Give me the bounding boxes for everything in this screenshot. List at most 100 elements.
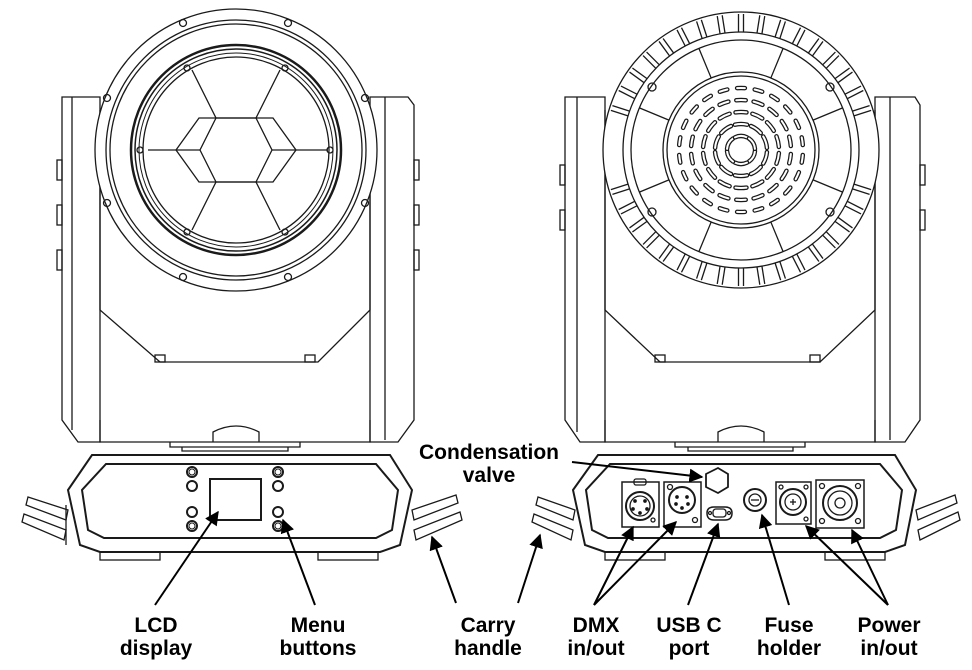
rear-screws bbox=[647, 82, 835, 217]
label-line: DMX bbox=[572, 614, 620, 637]
vent-slot bbox=[690, 105, 698, 114]
heatsink-fin bbox=[761, 266, 766, 285]
arrow-carry-handle-front bbox=[429, 535, 457, 604]
vent-slot bbox=[678, 136, 682, 147]
rear-view bbox=[559, 11, 926, 452]
front-outer-ring bbox=[94, 8, 378, 292]
vent-slot bbox=[690, 186, 698, 195]
arrow-fuse-holder bbox=[758, 513, 790, 606]
arrow-lcd-display bbox=[154, 510, 219, 606]
power-in-connector bbox=[775, 481, 812, 525]
heatsink-fin bbox=[695, 21, 703, 39]
heatsink-spokes bbox=[639, 48, 843, 252]
heatsink-fin bbox=[612, 188, 630, 196]
arrow-dmx-out bbox=[593, 521, 677, 606]
label-dmx: DMX in/out bbox=[550, 614, 642, 660]
label-line: Fuse bbox=[764, 614, 814, 637]
heatsink-spoke bbox=[770, 221, 784, 252]
heatsink-fin bbox=[761, 15, 766, 34]
heatsink-fin bbox=[620, 85, 638, 95]
vent-slot bbox=[752, 100, 764, 106]
heatsink-fin bbox=[662, 38, 675, 54]
heatsink-fin bbox=[807, 38, 820, 54]
heatsink-spoke bbox=[698, 221, 712, 252]
arrow-power-in bbox=[804, 525, 889, 606]
heatsink-fin bbox=[632, 67, 648, 80]
vent-slot bbox=[682, 119, 688, 129]
label-carry-handle: Carry handle bbox=[440, 614, 536, 660]
rear-base bbox=[531, 454, 961, 561]
vent-slot bbox=[794, 119, 800, 129]
heatsink-fin bbox=[834, 67, 850, 80]
vent-slot bbox=[752, 194, 764, 200]
heatsink-fin bbox=[853, 109, 872, 117]
lens-clips bbox=[136, 64, 334, 236]
callout-arrows bbox=[154, 461, 889, 606]
hexagonal-lens bbox=[148, 69, 328, 231]
rear-yoke-right-arm bbox=[874, 96, 926, 443]
heatsink-fin bbox=[779, 261, 787, 279]
vent-slot bbox=[749, 124, 762, 135]
vent-slot bbox=[751, 112, 764, 120]
label-line: Menu bbox=[290, 614, 346, 637]
heatsink-fin bbox=[610, 183, 629, 191]
vent-slot bbox=[751, 180, 764, 188]
heatsink-fin bbox=[853, 183, 872, 191]
vent-slot bbox=[703, 94, 712, 102]
heatsink-spoke bbox=[639, 107, 670, 121]
vent-slot bbox=[718, 207, 729, 212]
heatsink-fin bbox=[700, 19, 708, 38]
vent-slot bbox=[753, 88, 764, 93]
heatsink-fin bbox=[846, 89, 864, 100]
ring-screws bbox=[102, 18, 370, 282]
heatsink-fin bbox=[716, 15, 721, 34]
label-line: port bbox=[668, 637, 710, 660]
menu-button-set bbox=[186, 466, 284, 532]
label-lcd-display: LCD display bbox=[108, 614, 204, 660]
heatsink-fin bbox=[807, 246, 820, 262]
label-line: Carry bbox=[460, 614, 516, 637]
heatsink-fin bbox=[825, 231, 840, 245]
heatsink-fin bbox=[620, 205, 638, 215]
front-yoke-left-arm bbox=[56, 96, 101, 443]
heatsink-fin bbox=[791, 255, 802, 273]
vent-slot bbox=[718, 112, 731, 120]
heatsink-fin bbox=[822, 51, 836, 66]
condensation-valve-part bbox=[705, 466, 729, 495]
vent-slot bbox=[770, 94, 779, 102]
heatsink-fin bbox=[642, 231, 657, 245]
heatsink-fin bbox=[791, 27, 802, 45]
heatsink-fin bbox=[680, 255, 691, 273]
vent-slot bbox=[718, 100, 730, 106]
heatsink-fin bbox=[779, 21, 787, 39]
vent-slot bbox=[768, 107, 778, 116]
vent-slot bbox=[690, 135, 694, 148]
label-line: in/out bbox=[567, 637, 625, 660]
front-view bbox=[56, 8, 420, 452]
vent-slot bbox=[707, 121, 717, 132]
heatsink-fin bbox=[716, 266, 721, 285]
front-head-body bbox=[99, 110, 371, 363]
fuse-holder-part bbox=[743, 488, 767, 512]
vent-slot bbox=[733, 174, 749, 177]
vent-slot bbox=[702, 152, 707, 165]
vent-slot bbox=[788, 135, 792, 148]
heatsink-fin bbox=[658, 41, 671, 57]
vent-slot bbox=[753, 207, 764, 212]
heatsink-fin bbox=[844, 85, 862, 95]
vent-slot bbox=[800, 153, 804, 164]
heatsink-fin bbox=[662, 246, 675, 262]
heatsink-fin bbox=[756, 15, 761, 34]
label-condensation-valve: Condensation valve bbox=[400, 441, 578, 487]
heatsink-fin bbox=[756, 266, 761, 285]
vent-slot bbox=[733, 123, 749, 126]
heatsink-fin bbox=[618, 89, 636, 100]
vent-slot bbox=[694, 120, 702, 131]
vent-slot bbox=[780, 169, 788, 180]
heatsink-spoke bbox=[812, 107, 843, 121]
vent-slot bbox=[765, 121, 775, 132]
vent-slot bbox=[784, 186, 792, 195]
front-carry-handle-left bbox=[21, 496, 69, 545]
vent-slot bbox=[703, 198, 712, 206]
label-line: Power bbox=[857, 614, 921, 637]
